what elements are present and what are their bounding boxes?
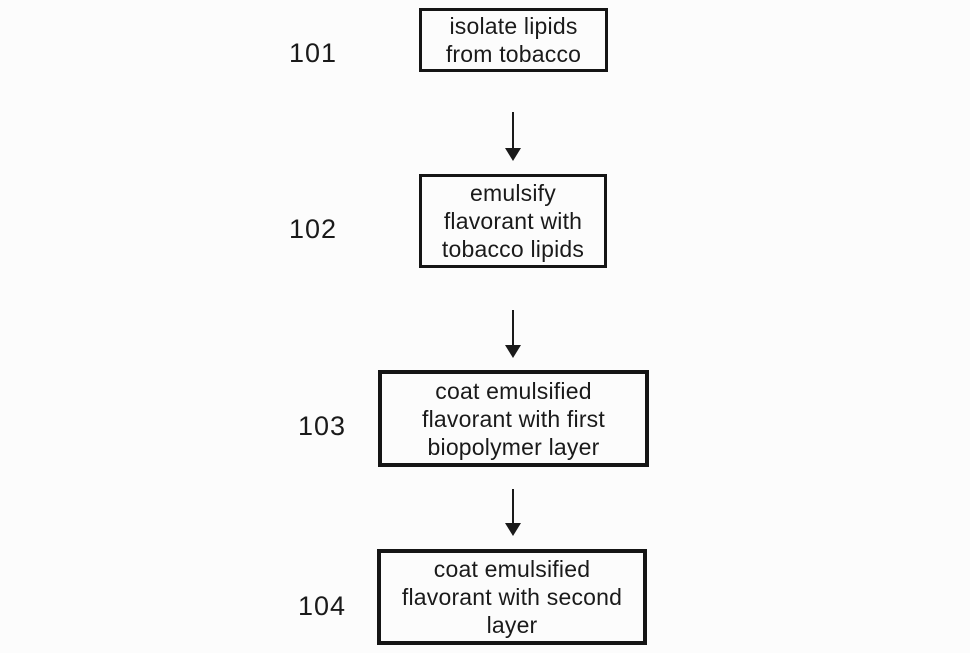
down-arrow-103-104 <box>505 489 521 536</box>
down-arrow-101-102 <box>505 112 521 161</box>
arrow-shaft <box>512 112 514 149</box>
arrow-shaft <box>512 310 514 346</box>
flow-box-coat-second-layer: coat emulsified flavorant with second la… <box>377 549 647 645</box>
arrow-shaft <box>512 489 514 524</box>
flow-box-emulsify-flavorant: emulsify flavorant with tobacco lipids <box>419 174 607 268</box>
step-ref-103: 103 <box>297 411 347 441</box>
flow-box-text-line: flavorant with <box>443 208 583 234</box>
flow-box-coat-first-biopolymer-layer: coat emulsified flavorant with first bio… <box>378 370 649 467</box>
flow-box-text-line: isolate lipids <box>449 13 578 39</box>
flow-box-text-line: layer <box>486 612 538 638</box>
arrow-head-icon <box>505 345 521 358</box>
step-ref-101: 101 <box>288 38 338 68</box>
arrow-head-icon <box>505 148 521 161</box>
flow-box-text-line: coat emulsified <box>435 377 592 404</box>
flow-box-text-line: coat emulsified <box>433 556 591 582</box>
step-ref-104: 104 <box>297 591 347 621</box>
down-arrow-102-103 <box>505 310 521 358</box>
flow-box-text-line: tobacco lipids <box>441 236 585 262</box>
arrow-head-icon <box>505 523 521 536</box>
flow-box-isolate-lipids: isolate lipids from tobacco <box>419 8 608 72</box>
flow-box-text-line: flavorant with first <box>422 405 605 432</box>
flow-box-text-line: flavorant with second <box>401 584 623 610</box>
flow-box-text-line: from tobacco <box>445 41 582 67</box>
step-ref-102: 102 <box>288 214 338 244</box>
flow-box-text-line: biopolymer layer <box>427 433 600 460</box>
flow-box-text-line: emulsify <box>470 180 556 206</box>
